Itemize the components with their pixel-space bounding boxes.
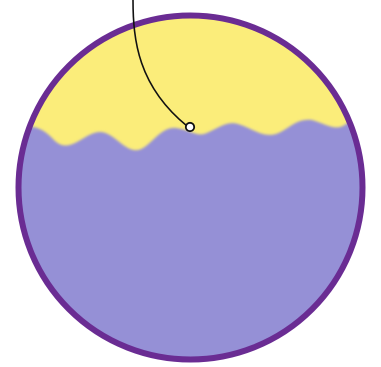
hollow-circle-marker-icon (186, 123, 194, 131)
lower-purple-region (0, 119, 381, 367)
